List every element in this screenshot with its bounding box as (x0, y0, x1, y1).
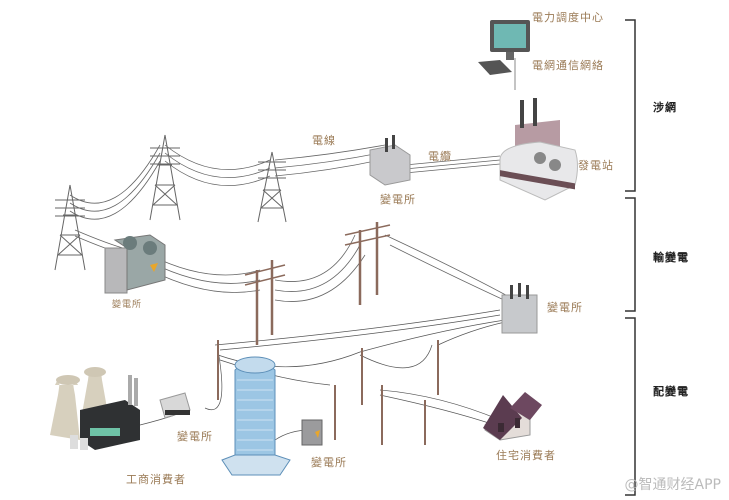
section-distribution: 配變電 (653, 385, 689, 398)
label-substation-left: 變電所 (112, 300, 143, 310)
wooden-pole (344, 222, 391, 305)
pole-transformer-icon (501, 283, 538, 334)
label-dispatch-center: 電力調度中心 (532, 11, 604, 24)
skyscraper-icon (221, 356, 291, 476)
label-industrial-consumer: 工商消費者 (126, 473, 186, 486)
wooden-pole (244, 260, 286, 345)
label-substation-top: 變電所 (380, 193, 416, 206)
section-transmission: 輸變電 (653, 251, 689, 264)
substation-unit-icon (104, 234, 166, 294)
label-grid-comm: 電網通信網絡 (532, 59, 604, 72)
transmission-tower (149, 134, 181, 221)
power-station-icon (499, 98, 578, 201)
industrial-plant-icon (50, 367, 140, 450)
label-power-station: 發電站 (578, 159, 614, 172)
watermark: @智通财经APP (624, 477, 721, 493)
label-power-line: 電線 (312, 134, 336, 147)
label-substation-building: 變電所 (311, 456, 347, 469)
label-substation-industrial: 變電所 (177, 430, 213, 443)
bracket-grid-connection (625, 19, 636, 192)
house-icon (483, 392, 542, 441)
substation-transformer-icon (369, 135, 411, 186)
label-cable: 電纜 (428, 150, 452, 163)
wooden-pole (217, 340, 439, 445)
bracket-distribution (625, 317, 636, 496)
substation-cabinet-icon (301, 419, 323, 446)
label-residential-consumer: 住宅消費者 (496, 449, 556, 462)
substation-box-icon (159, 392, 191, 419)
transmission-tower (257, 151, 287, 223)
section-grid-connection: 涉網 (653, 101, 677, 114)
bracket-transmission (625, 197, 636, 312)
label-substation-right: 變電所 (547, 301, 583, 314)
computer-monitor-icon (478, 20, 530, 90)
transmission-tower (54, 184, 86, 271)
